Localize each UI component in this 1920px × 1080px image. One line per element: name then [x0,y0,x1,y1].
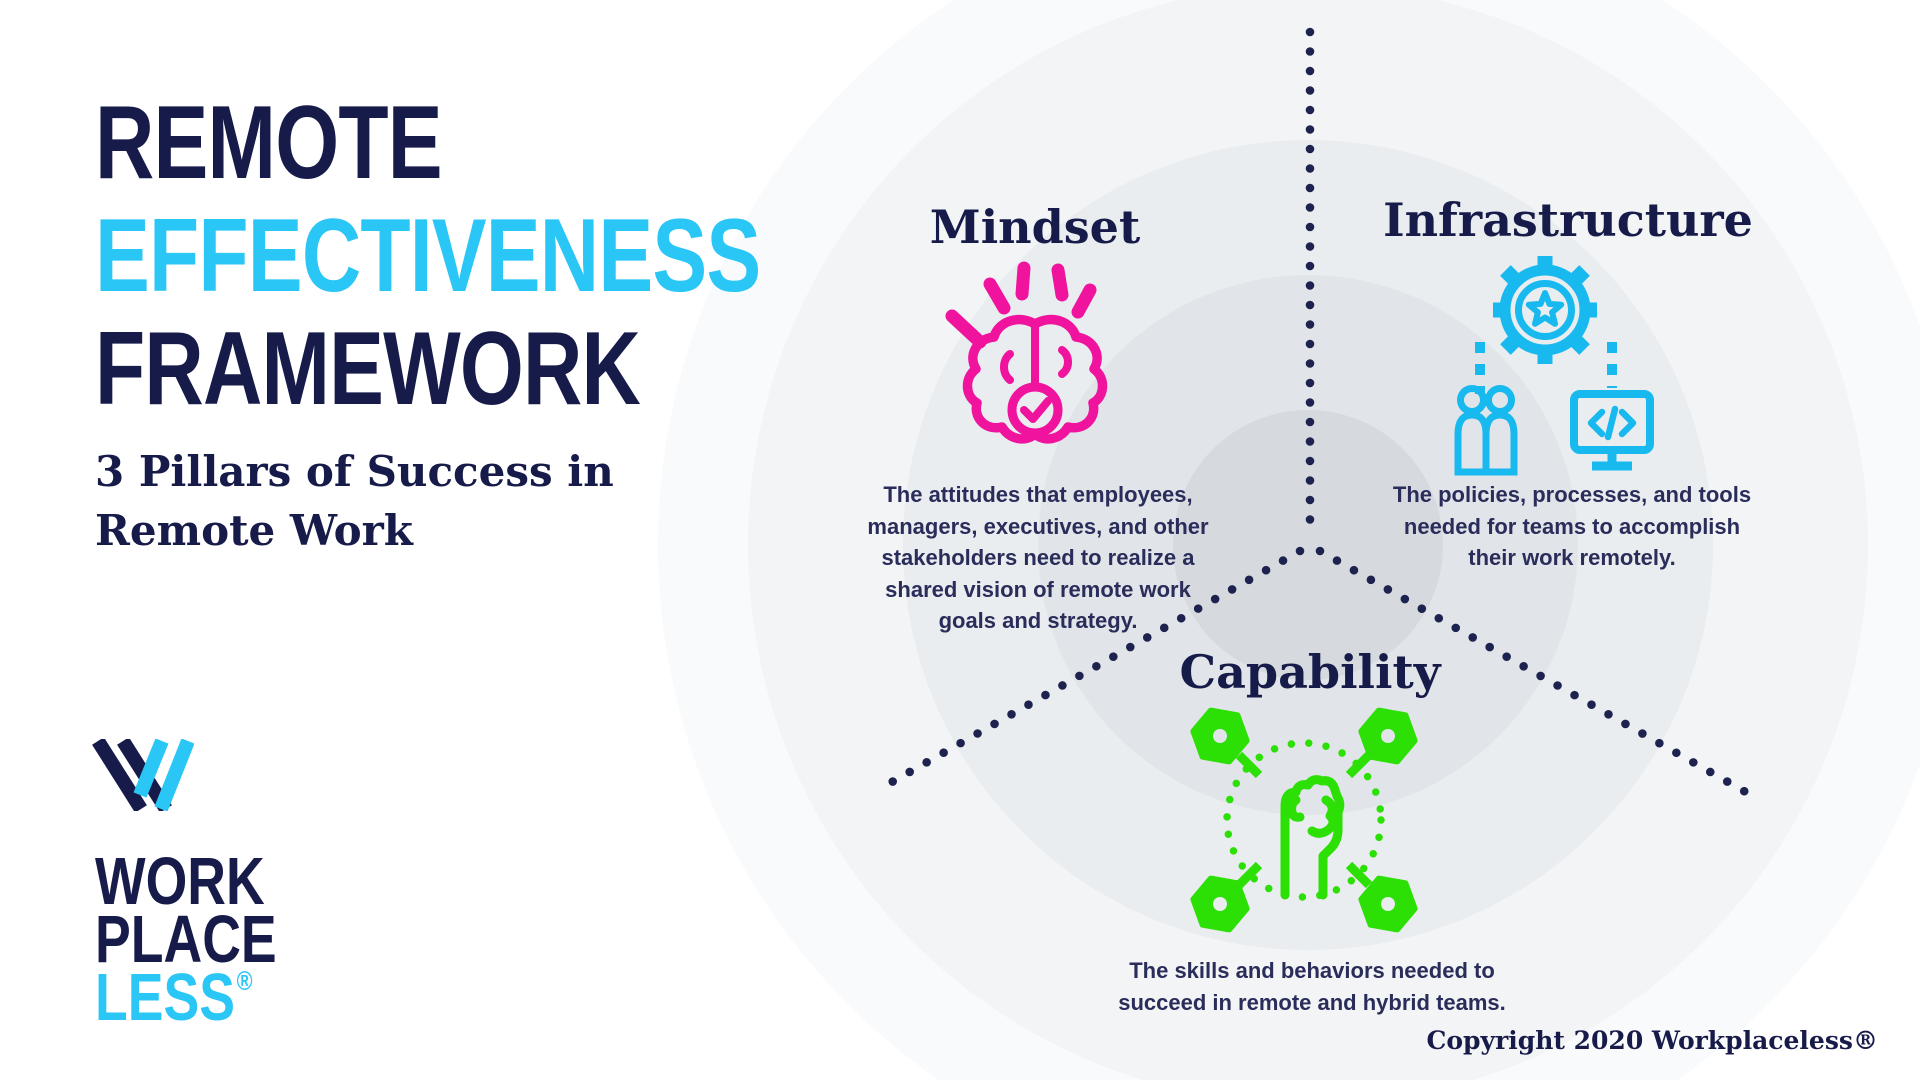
title-line-effectiveness: EFFECTIVENESS [95,198,761,314]
brain-fold-left [1000,350,1014,384]
brain-fold-right [1058,346,1072,378]
hex-nodes [1190,707,1418,933]
title-line-remote: REMOTE [95,85,443,201]
code-monitor-icon [1570,390,1654,471]
workplaceless-wordmark: WORK PLACE LESS® [95,844,322,1040]
gear-star-people-monitor-icon [1454,256,1654,476]
logo-word-place: PLACE [95,902,277,977]
dotted-circle [1223,739,1385,901]
pillar-header-capability: Capability [1179,645,1441,699]
pillar-desc-mindset: The attitudes that employees, managers, … [867,482,1209,633]
gear-icon [1493,256,1597,364]
subtitle: 3 Pillars of Success in Remote Work [95,447,614,555]
pillar-header-infrastructure: Infrastructure [1383,193,1753,247]
title-line-framework: FRAMEWORK [95,311,641,427]
registered-mark: ® [236,966,253,996]
dashed-connectors [1475,342,1617,394]
pillar-header-mindset: Mindset [929,200,1141,254]
main-title: REMOTE EFFECTIVENESS FRAMEWORK [95,87,937,426]
check-badge [1007,382,1063,438]
brain-rays-check-icon [945,261,1108,444]
logo-word-work: WORK [95,844,265,919]
pillar-desc-infrastructure: The policies, processes, and tools neede… [1392,482,1752,570]
logo-stroke-cyan-1 [133,739,169,798]
logo-word-less: LESS® [95,960,253,1035]
check-mark [1020,397,1052,423]
hex-connector-lines [1235,751,1373,889]
fist-icon [1280,775,1345,900]
workplaceless-logo-mark [92,739,194,811]
brain-rays [945,261,1097,349]
pillar-desc-capability: The skills and behaviors needed to succe… [1118,958,1506,1015]
logo-stroke-cyan-2 [154,739,194,811]
copyright-notice: Copyright 2020 Workplaceless® [1426,1026,1878,1055]
logo-stroke-navy-1 [92,739,147,811]
star-icon [1525,290,1565,327]
fist-hex-network-icon [1190,707,1418,933]
people-icon [1454,385,1518,476]
